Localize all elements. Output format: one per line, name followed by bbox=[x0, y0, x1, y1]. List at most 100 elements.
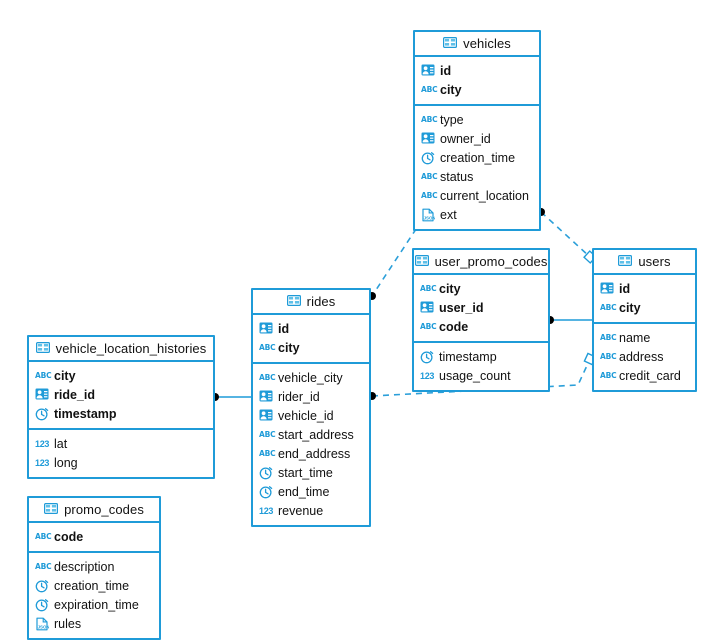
table-grid-icon bbox=[414, 254, 429, 269]
column-id[interactable]: id bbox=[415, 61, 539, 80]
column-label: expiration_time bbox=[54, 597, 139, 612]
id-card-icon bbox=[421, 132, 435, 146]
clock-icon bbox=[420, 350, 434, 364]
column-label: creation_time bbox=[54, 578, 130, 593]
column-creation_time[interactable]: creation_time bbox=[415, 148, 539, 167]
column-start_time[interactable]: start_time bbox=[253, 463, 369, 482]
column-label: lat bbox=[54, 436, 68, 451]
column-label: city bbox=[54, 368, 76, 383]
column-label: ext bbox=[440, 207, 457, 222]
column-user_id[interactable]: user_id bbox=[414, 298, 548, 317]
column-label: user_id bbox=[439, 300, 484, 315]
column-label: city bbox=[439, 281, 461, 296]
abc-icon: ABC bbox=[600, 351, 617, 361]
table-header-user_promo_codes[interactable]: user_promo_codes bbox=[414, 250, 548, 275]
abc-icon: ABC bbox=[421, 190, 438, 200]
column-id[interactable]: id bbox=[594, 279, 695, 298]
column-end_time[interactable]: end_time bbox=[253, 482, 369, 501]
column-id[interactable]: id bbox=[253, 319, 369, 338]
column-timestamp[interactable]: timestamp bbox=[29, 404, 213, 423]
column-rider_id[interactable]: rider_id bbox=[253, 387, 369, 406]
column-expiration_time[interactable]: expiration_time bbox=[29, 595, 159, 614]
table-title: users bbox=[638, 254, 671, 269]
abc-icon: ABC bbox=[600, 370, 617, 380]
column-label: start_time bbox=[278, 465, 333, 480]
column-label: rules bbox=[54, 616, 82, 631]
abc-icon: ABC bbox=[600, 302, 617, 312]
table-grid-icon bbox=[286, 294, 301, 309]
column-label: rider_id bbox=[278, 389, 320, 404]
clock-icon bbox=[259, 466, 273, 480]
column-timestamp[interactable]: timestamp bbox=[414, 347, 548, 366]
table-header-vehicles[interactable]: vehicles bbox=[415, 32, 539, 57]
table-header-promo_codes[interactable]: promo_codes bbox=[29, 498, 159, 523]
column-creation_time[interactable]: creation_time bbox=[29, 576, 159, 595]
column-owner_id[interactable]: owner_id bbox=[415, 129, 539, 148]
table-header-vehicle_location_histories[interactable]: vehicle_location_histories bbox=[29, 337, 213, 362]
clock-icon bbox=[35, 407, 49, 421]
column-label: start_address bbox=[278, 427, 354, 442]
table-title: user_promo_codes bbox=[434, 254, 548, 269]
123-icon: 123 bbox=[259, 505, 274, 516]
json-doc-icon: JSON bbox=[35, 617, 49, 631]
svg-text:JSON: JSON bbox=[424, 215, 435, 220]
column-label: vehicle_city bbox=[278, 370, 343, 385]
column-label: city bbox=[619, 300, 641, 315]
column-label: code bbox=[439, 319, 469, 334]
column-label: address bbox=[619, 349, 664, 364]
column-rules[interactable]: JSON rules bbox=[29, 614, 159, 633]
id-card-icon bbox=[259, 322, 273, 336]
table-header-users[interactable]: users bbox=[594, 250, 695, 275]
column-label: code bbox=[54, 529, 84, 544]
table-title: rides bbox=[306, 294, 336, 309]
column-vehicle_id[interactable]: vehicle_id bbox=[253, 406, 369, 425]
column-ext[interactable]: JSON ext bbox=[415, 205, 539, 224]
abc-icon: ABC bbox=[259, 342, 276, 352]
column-label: description bbox=[54, 559, 115, 574]
clock-icon bbox=[35, 579, 49, 593]
relationship-rel-upc-users bbox=[546, 316, 592, 324]
column-ride_id[interactable]: ride_id bbox=[29, 385, 213, 404]
abc-icon: ABC bbox=[35, 370, 52, 380]
table-header-rides[interactable]: rides bbox=[253, 290, 369, 315]
table-title: vehicles bbox=[463, 36, 511, 51]
abc-icon: ABC bbox=[35, 561, 52, 571]
json-doc-icon: JSON bbox=[421, 208, 435, 222]
table-title: vehicle_location_histories bbox=[55, 341, 207, 356]
abc-icon: ABC bbox=[420, 283, 437, 293]
